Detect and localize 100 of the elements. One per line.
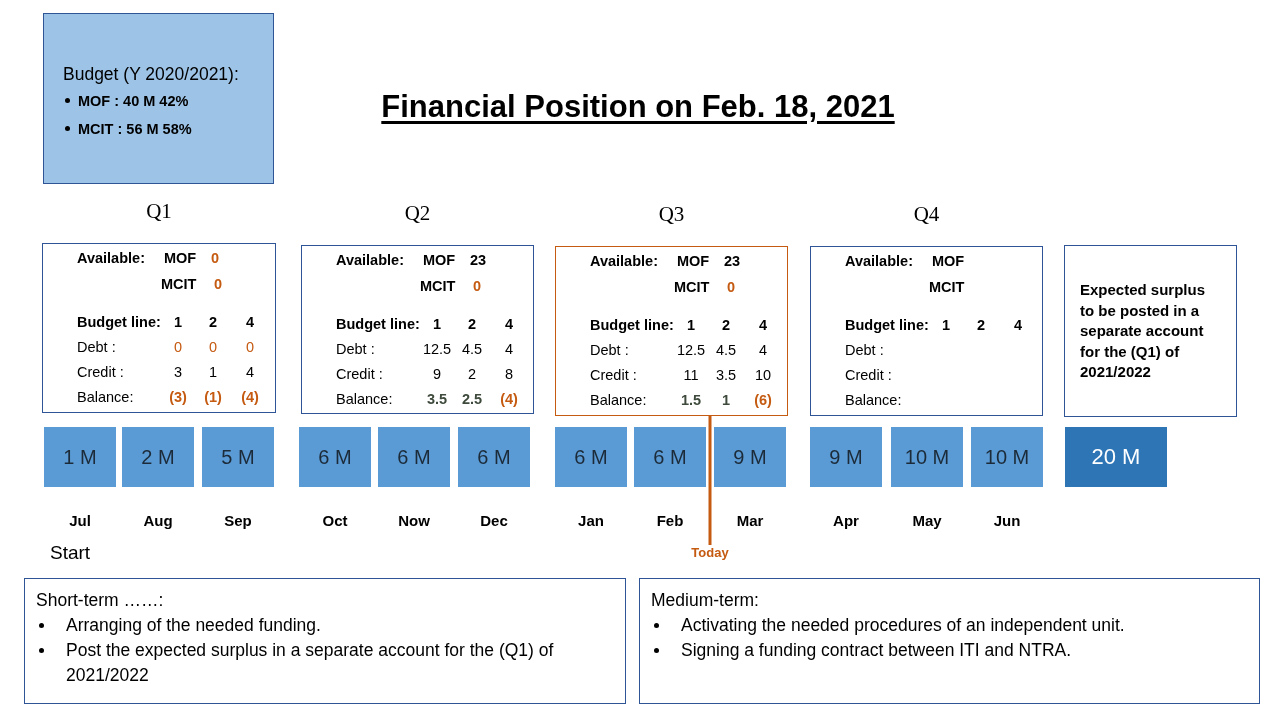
row-label: Credit : (336, 365, 383, 383)
row-label: Credit : (590, 366, 637, 384)
month-label: Apr (833, 512, 859, 530)
amount: 4.5 (715, 341, 737, 359)
amount: 0 (211, 249, 220, 267)
budget-line-number: 1 (686, 316, 696, 334)
amount: 0 (727, 278, 736, 296)
bullet-point-text: MCIT : 56 M 58% (78, 121, 192, 137)
amount: 0 (208, 338, 218, 356)
plan-box (639, 578, 1260, 704)
total-box (1065, 427, 1167, 487)
quarter-heading: Q3 (658, 202, 685, 226)
amount: (6) (754, 391, 772, 409)
month-label: Dec (480, 512, 508, 530)
budget-box (43, 13, 274, 184)
amount: 11 (683, 366, 699, 384)
budget-line-label: Budget line: (336, 315, 420, 333)
amount: 23 (724, 252, 741, 270)
month-label: Oct (322, 512, 348, 530)
amount: 2.5 (461, 390, 483, 408)
row-label: Debt : (336, 340, 375, 358)
budget-line-number: 2 (976, 316, 986, 334)
source-label: MCIT (929, 278, 965, 296)
amount-label: 6 M (477, 445, 511, 469)
amount: 10 (754, 366, 772, 384)
source-label: MOF (164, 249, 197, 267)
note-box (1064, 245, 1237, 417)
quarter-heading: Q1 (146, 199, 172, 223)
amount: 9 (432, 365, 442, 383)
amount-label: 5 M (221, 445, 255, 469)
amount: 23 (470, 251, 487, 269)
budget-line-number: 4 (1013, 316, 1023, 334)
amount: 3.5 (715, 366, 737, 384)
amount: 0 (245, 338, 255, 356)
bullet-point-text: MOF : 40 M 42% (78, 93, 189, 109)
amount: 8 (504, 365, 514, 383)
budget-line-number: 4 (504, 315, 514, 333)
source-label: MCIT (161, 275, 197, 293)
month-label: Jul (69, 512, 91, 530)
bullet-point-text: Signing a funding contract between ITI and NTRA. (681, 640, 1072, 660)
month-label: Now (398, 512, 430, 530)
row-label: Balance: (590, 391, 647, 409)
month-label: Feb (656, 512, 684, 530)
budget-line-number: 2 (208, 313, 218, 331)
amount: (1) (204, 388, 222, 406)
amount: 12.5 (676, 341, 706, 359)
row-label: Debt : (590, 341, 629, 359)
amount-label: 6 M (318, 445, 352, 469)
source-label: MOF (677, 252, 710, 270)
quarter-heading: Q2 (404, 201, 431, 225)
row-label: Credit : (77, 363, 124, 381)
plan-heading: Short-term ……: (36, 589, 164, 612)
amount: 3 (173, 363, 183, 381)
source-label: MCIT (674, 278, 710, 296)
amount-label: 10 M (904, 445, 950, 469)
amount: 4 (245, 363, 255, 381)
month-label: May (912, 512, 942, 530)
plan-heading: Medium-term: (651, 589, 759, 612)
budget-line-number: 4 (758, 316, 768, 334)
amount: (4) (241, 388, 259, 406)
start-label: Start (50, 541, 91, 565)
amount-label: 6 M (397, 445, 431, 469)
bullet-point-text: Post the expected surplus in a separate account for the (Q1) of 2021/2022 (66, 640, 554, 685)
month-label: Aug (143, 512, 173, 530)
amount: 0 (173, 338, 183, 356)
amount-label: 2 M (141, 445, 175, 469)
amount: 1.5 (680, 391, 702, 409)
budget-line-label: Budget line: (590, 316, 674, 334)
available-label: Available: (77, 249, 145, 267)
available-label: Available: (845, 252, 913, 270)
amount-label: 1 M (63, 445, 97, 469)
row-label: Balance: (336, 390, 393, 408)
note-text: Expected surplus to be posted in a separate account for the (Q1) of 2021/2022 (1080, 280, 1207, 382)
budget-line-label: Budget line: (77, 313, 161, 331)
bullet-point-text: Activating the needed procedures of an independent unit. (681, 615, 1125, 635)
budget-line-label: Budget line: (845, 316, 929, 334)
row-label: Balance: (77, 388, 134, 406)
amount: 0 (214, 275, 223, 293)
amount: 4.5 (461, 340, 483, 358)
amount-label: 9 M (733, 445, 767, 469)
amount-label: 10 M (984, 445, 1030, 469)
budget-heading: Budget (Y 2020/2021): (63, 63, 239, 86)
amount: 0 (473, 277, 482, 295)
amount: 2 (467, 365, 477, 383)
title: Financial Position on Feb. 18, 2021 (381, 88, 895, 126)
amount: 1 (208, 363, 218, 381)
amount: (4) (500, 390, 518, 408)
amount: (3) (169, 388, 187, 406)
amount-label: 6 M (653, 445, 687, 469)
source-label: MOF (423, 251, 456, 269)
budget-line-number: 1 (173, 313, 183, 331)
amount: 3.5 (426, 390, 448, 408)
amount-label: 9 M (829, 445, 863, 469)
amount: 12.5 (422, 340, 452, 358)
month-label: Jun (993, 512, 1021, 530)
plan-box (24, 578, 626, 704)
amount: 1 (721, 391, 731, 409)
budget-line-number: 1 (941, 316, 951, 334)
available-label: Available: (590, 252, 658, 270)
amount-label: 6 M (574, 445, 608, 469)
